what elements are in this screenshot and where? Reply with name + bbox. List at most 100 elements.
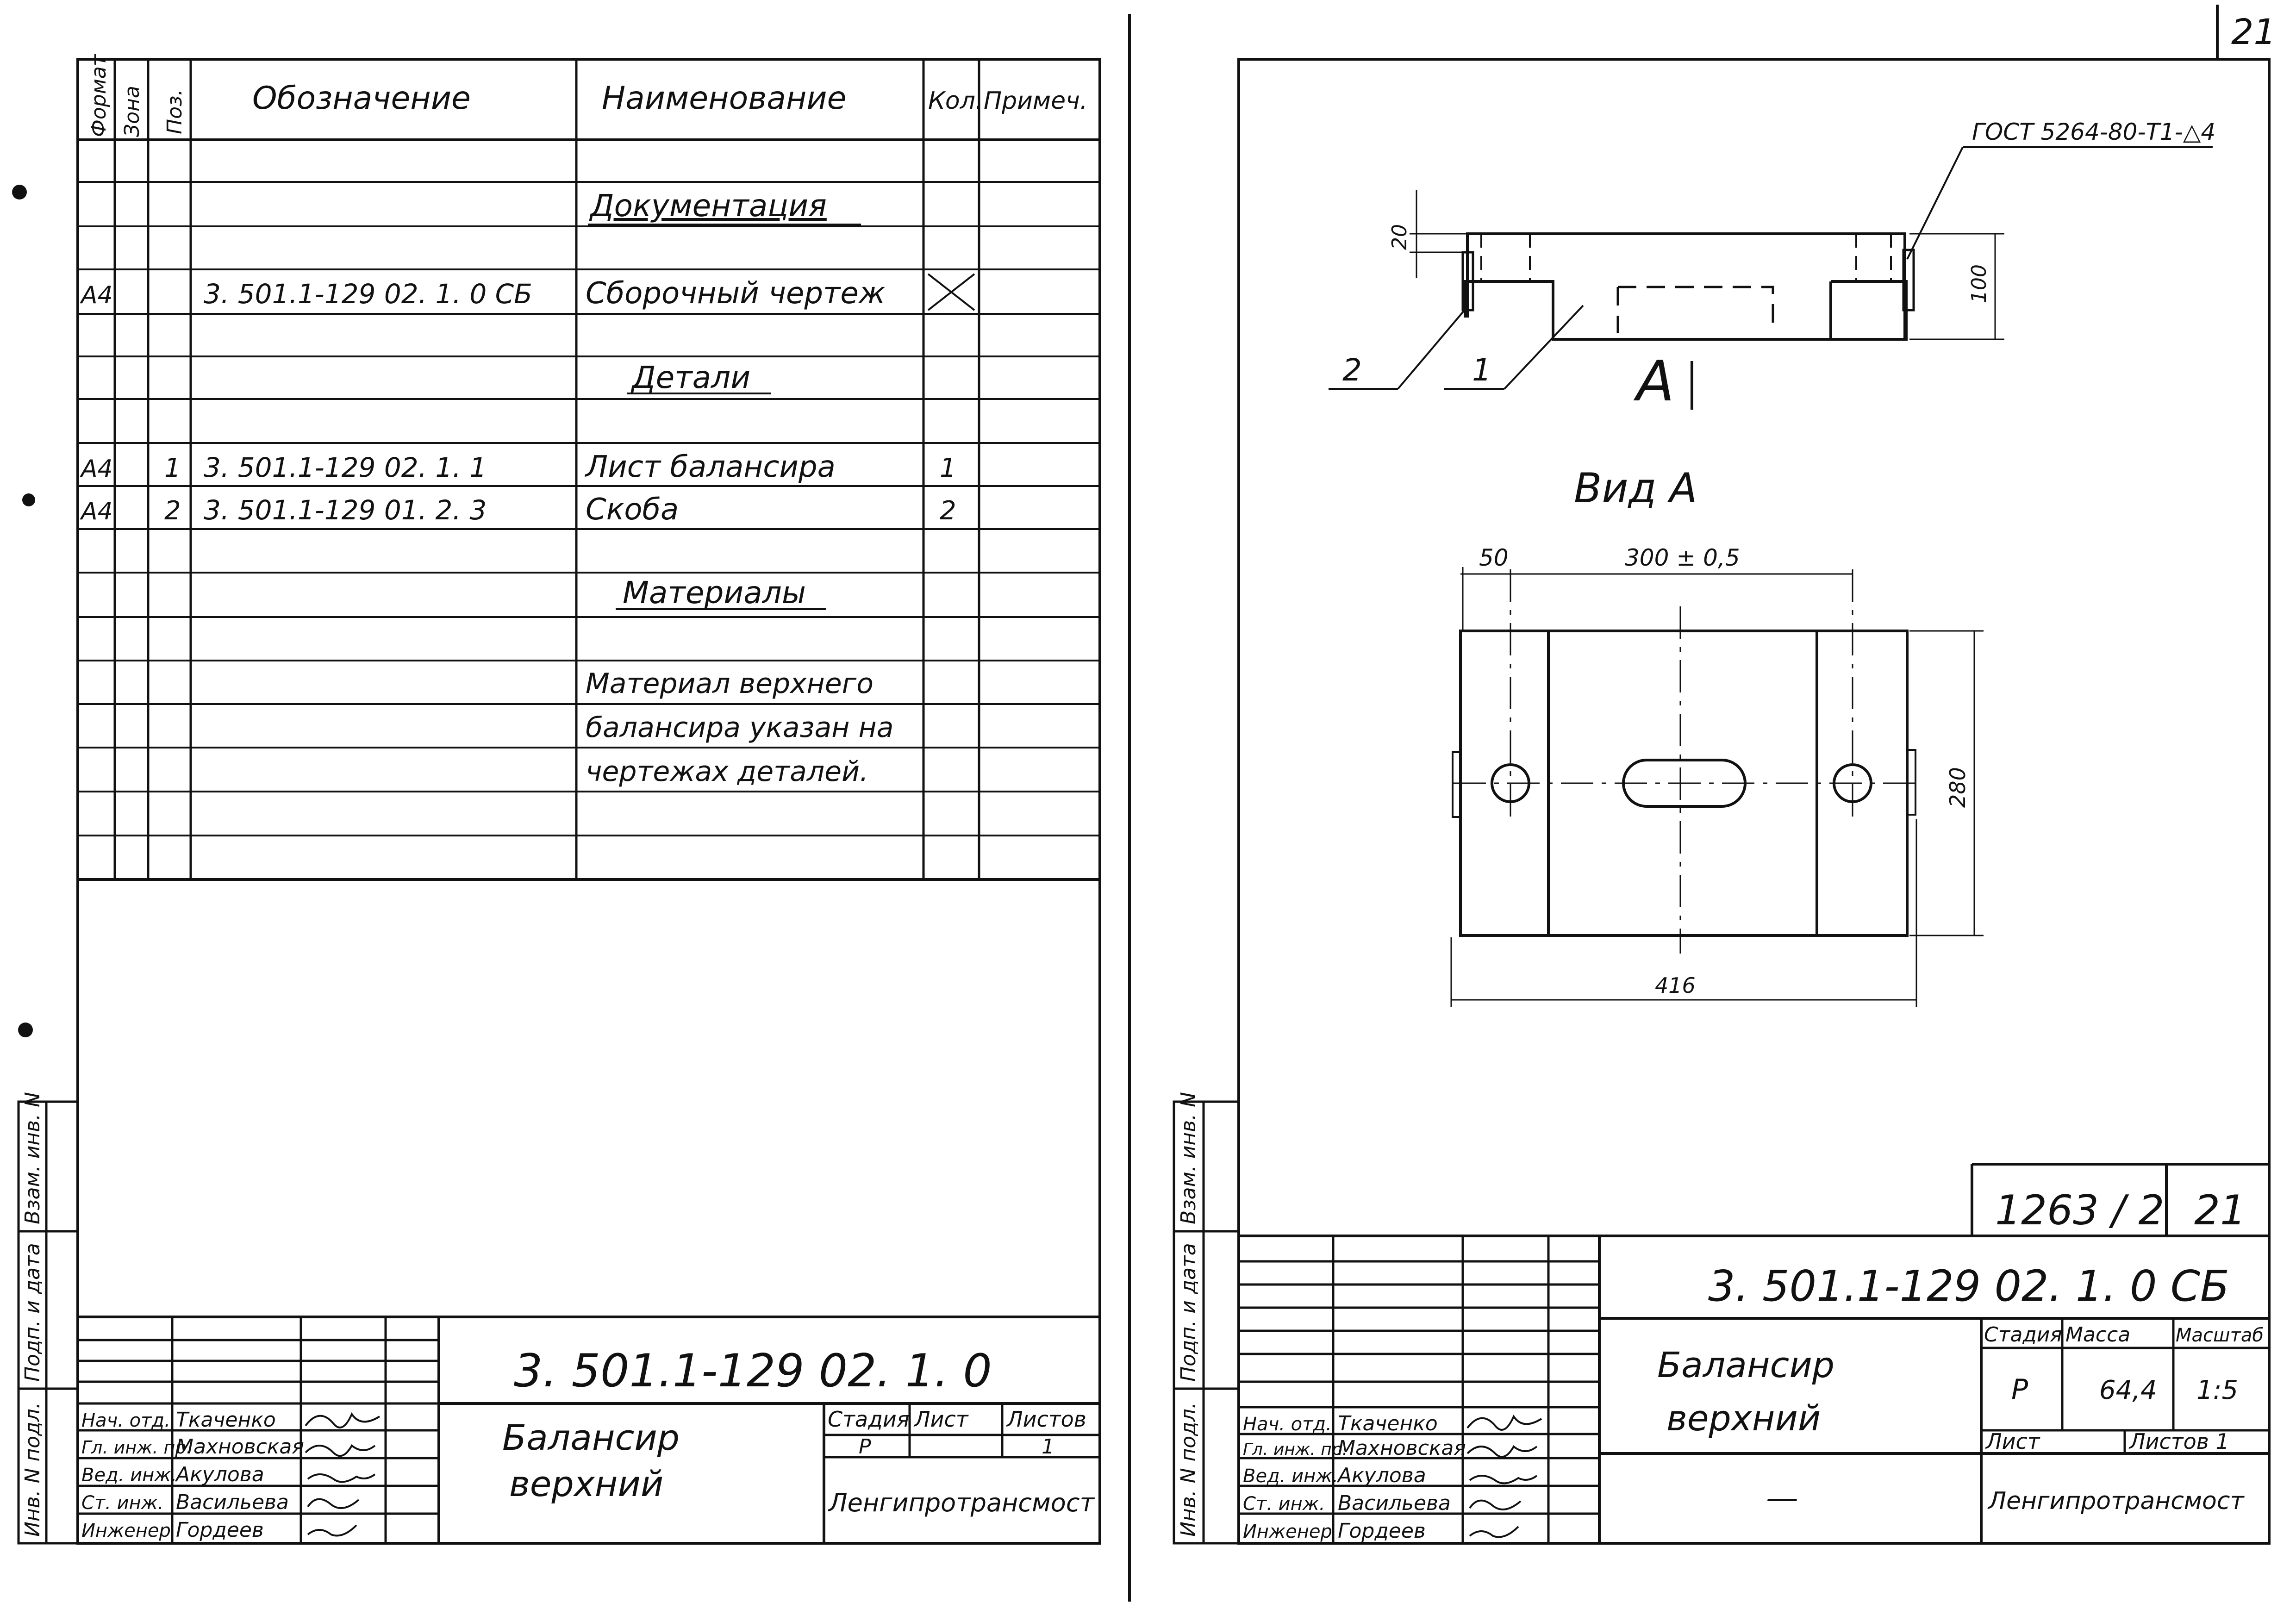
right-doc-code: 3. 501.1-129 02. 1. 0 СБ xyxy=(1708,1261,2229,1311)
dim-280-label: 280 xyxy=(1945,767,1970,808)
stamp-inv-orig: Инв. N подл. xyxy=(1177,1402,1200,1537)
album-code-box xyxy=(1971,1163,2269,1236)
right-sheets-label: Листов 1 xyxy=(2128,1429,2229,1454)
right-title-block-grid xyxy=(1239,1235,2269,1543)
left-side-stamp xyxy=(17,1100,79,1545)
staff-name: Васильева xyxy=(176,1491,289,1514)
staff-role: Ст. инж. xyxy=(1243,1493,1325,1515)
stamp-replace-inv: Взам. инв. N xyxy=(1177,1092,1200,1224)
binding-hole xyxy=(18,1023,33,1037)
material-note-line: балансира указан на xyxy=(586,711,894,744)
staff-role: Гл. инж. пр. xyxy=(1243,1440,1348,1459)
header-note: Примеч. xyxy=(984,87,1087,115)
right-stage-value: Р xyxy=(2011,1373,2028,1406)
staff-role: Инженер xyxy=(81,1520,171,1541)
staff-name: Акулова xyxy=(1336,1464,1426,1487)
centerlines xyxy=(1454,569,1921,954)
right-frame xyxy=(1237,58,2271,1545)
staff-name: Акулова xyxy=(175,1463,264,1486)
view-label: Вид А xyxy=(1574,464,1697,512)
row-qty: 2 xyxy=(940,496,956,526)
stamp-replace-inv: Взам. инв. N xyxy=(21,1092,44,1224)
header-format: Формат xyxy=(87,54,111,137)
staff-role: Инженер xyxy=(1243,1521,1332,1542)
dim-280 xyxy=(1909,630,1984,936)
row-designation: 3. 501.1-129 01. 2. 3 xyxy=(204,494,487,526)
side-elevation-view xyxy=(1461,232,1915,341)
album-code: 1263 / 2 xyxy=(1995,1186,2165,1234)
left-sheet: Формат Зона Поз. Обозначение Наименовани… xyxy=(12,54,1101,1545)
right-title-line2: верхний xyxy=(1666,1397,1821,1439)
staff-role: Гл. инж. пр. xyxy=(81,1437,192,1458)
right-staff-list: Нач. отд. Ткаченко Гл. инж. пр. Махновск… xyxy=(1243,1412,1466,1543)
section-documentation: Документация xyxy=(589,188,827,224)
header-zone: Зона xyxy=(120,86,144,137)
left-title-line1: Балансир xyxy=(502,1417,680,1458)
dim-100-label: 100 xyxy=(1967,264,1991,303)
row-qty: 1 xyxy=(940,453,956,483)
dim-20 xyxy=(1410,190,1467,278)
staff-role: Нач. отд. xyxy=(81,1410,170,1431)
right-stage-label: Стадия xyxy=(1984,1323,2062,1347)
page-number: 21 xyxy=(2231,11,2276,52)
right-side-stamp xyxy=(1173,1100,1240,1545)
right-sheet: 21 Инв. N подл. Подп. и дата Взам. инв. … xyxy=(1173,5,2276,1545)
row-name: Лист балансира xyxy=(585,450,836,484)
stamp-inv-orig: Инв. N подл. xyxy=(21,1402,44,1537)
row-name: Сборочный чертеж xyxy=(586,276,886,311)
left-sheet-label: Лист xyxy=(913,1407,969,1432)
right-scale-label: Масштаб xyxy=(2176,1325,2264,1346)
album-sheet: 21 xyxy=(2194,1186,2246,1234)
binding-hole xyxy=(22,493,35,506)
left-organization: Ленгипротрансмост xyxy=(828,1488,1095,1517)
staff-role: Вед. инж. xyxy=(1243,1466,1338,1487)
dim-416-label: 416 xyxy=(1655,973,1696,998)
left-stage-label: Стадия xyxy=(828,1407,909,1432)
section-details: Детали xyxy=(630,360,750,395)
binding-hole xyxy=(12,185,27,200)
stamp-sign-date: Подп. и дата xyxy=(1177,1243,1200,1382)
left-sheets-label: Листов xyxy=(1006,1407,1086,1432)
right-title-line1: Балансир xyxy=(1657,1344,1834,1385)
leader-label-1: 1 xyxy=(1472,352,1491,388)
view-marker: А xyxy=(1633,349,1674,414)
staff-name: Ткаченко xyxy=(176,1408,276,1432)
staff-role: Нач. отд. xyxy=(1243,1414,1332,1435)
staff-role: Ст. инж. xyxy=(81,1492,164,1514)
dim-416 xyxy=(1450,819,1917,1007)
material-note-line: чертежах деталей. xyxy=(586,755,868,788)
right-organization: Ленгипротрансмост xyxy=(1987,1487,2245,1515)
part-leaders xyxy=(1329,305,1584,390)
staff-name: Ткаченко xyxy=(1338,1412,1438,1435)
dim-50-label: 50 xyxy=(1479,544,1509,571)
dim-300-label: 300 ± 0,5 xyxy=(1625,544,1740,571)
staff-name: Махновская xyxy=(176,1435,304,1459)
row-designation: 3. 501.1-129 02. 1. 0 СБ xyxy=(204,278,532,310)
staff-name: Гордеев xyxy=(1338,1519,1426,1543)
left-title-line2: верхний xyxy=(509,1463,663,1504)
row-name: Скоба xyxy=(586,493,679,527)
row-designation: 3. 501.1-129 02. 1. 1 xyxy=(204,452,487,483)
header-designation: Обозначение xyxy=(252,80,471,117)
leader-label-2: 2 xyxy=(1342,352,1362,388)
row-format: А4 xyxy=(80,281,113,309)
right-mass-label: Масса xyxy=(2065,1323,2130,1347)
dim-100 xyxy=(1909,233,2004,340)
staff-name: Гордеев xyxy=(176,1518,264,1542)
material-note-line: Материал верхнего xyxy=(586,667,873,700)
header-pos: Поз. xyxy=(163,89,187,134)
header-name: Наименование xyxy=(602,80,846,117)
left-stage-value: Р xyxy=(859,1435,871,1459)
row-format: А4 xyxy=(80,455,113,483)
staff-name: Васильева xyxy=(1338,1491,1451,1515)
dim-50-300 xyxy=(1460,567,1853,630)
right-dash: — xyxy=(1766,1479,1798,1517)
left-title-block-grid xyxy=(78,1316,1100,1543)
qty-cross-icon xyxy=(927,273,975,311)
left-doc-code: 3. 501.1-129 02. 1. 0 xyxy=(514,1345,992,1397)
row-pos: 1 xyxy=(164,453,181,483)
staff-name: Махновская xyxy=(1338,1436,1466,1460)
right-scale-value: 1:5 xyxy=(2196,1375,2238,1405)
row-format: А4 xyxy=(80,498,113,525)
dim-20-label: 20 xyxy=(1388,224,1411,250)
